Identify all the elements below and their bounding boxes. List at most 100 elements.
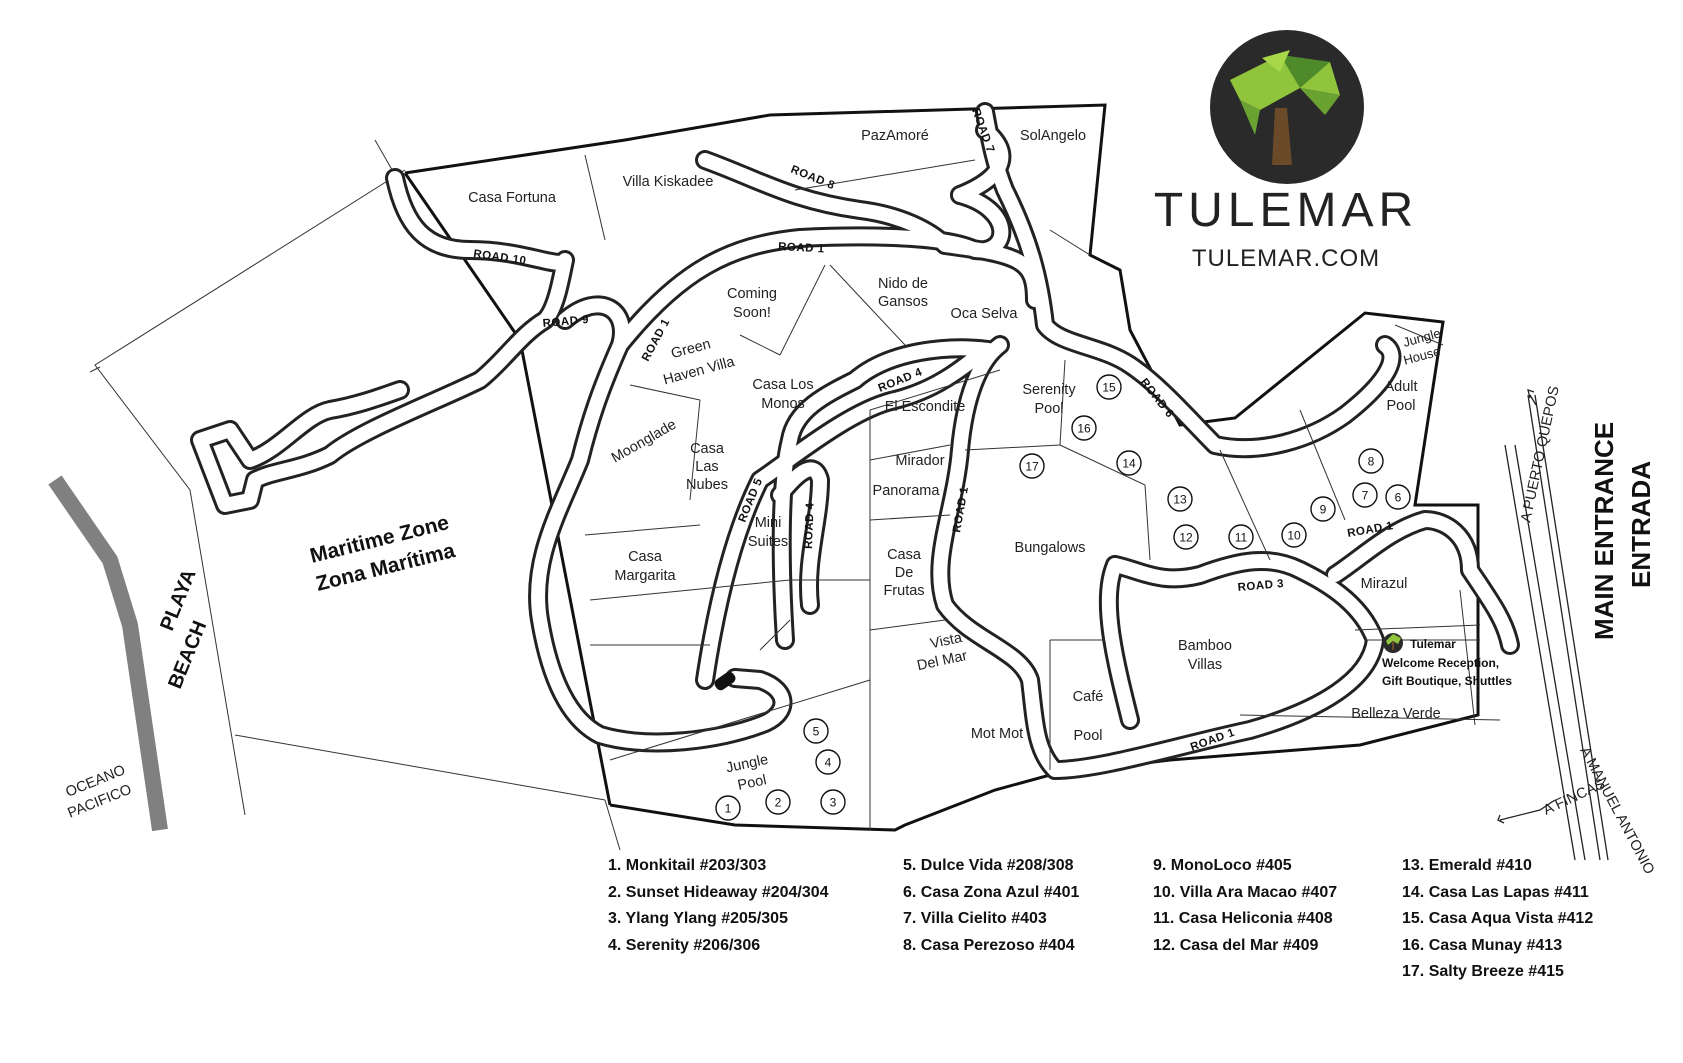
label-pazamore[interactable]: PazAmoré	[861, 128, 929, 144]
label-vista-del-mar-2[interactable]: Del Mar	[916, 648, 969, 674]
main-entrance-label: MAIN ENTRANCE	[1589, 422, 1619, 640]
legend-item: 17. Salty Breeze #415	[1402, 963, 1564, 980]
unit-marker-11[interactable]: 11	[1228, 524, 1254, 550]
unit-marker-number: 8	[1368, 455, 1375, 469]
reception-palm-icon	[1386, 634, 1401, 645]
label-casa-las-nubes-1[interactable]: Casa	[690, 441, 725, 457]
unit-marker-number: 6	[1395, 491, 1402, 505]
unit-marker-circle	[1116, 450, 1142, 476]
road4-mid-label: ROAD 4	[803, 502, 817, 549]
unit-marker-13[interactable]: 13	[1167, 486, 1193, 512]
legend-col-2: 5. Dulce Vida #208/308 6. Casa Zona Azul …	[903, 853, 1079, 959]
label-casa-fortuna[interactable]: Casa Fortuna	[468, 190, 557, 206]
label-mot-mot[interactable]: Mot Mot	[971, 726, 1023, 742]
label-casa-las-nubes-2[interactable]: Las	[695, 459, 718, 475]
label-villa-kiskadee[interactable]: Villa Kiskadee	[623, 174, 714, 190]
unit-marker-circle	[1096, 374, 1122, 400]
unit-marker-7[interactable]: 7	[1352, 482, 1378, 508]
unit-marker-16[interactable]: 16	[1071, 415, 1097, 441]
unit-marker-circle	[715, 795, 741, 821]
reception-trunk-icon	[1392, 641, 1394, 650]
unit-marker-number: 2	[775, 796, 782, 810]
unit-marker-17[interactable]: 17	[1019, 453, 1045, 479]
unit-marker-14[interactable]: 14	[1116, 450, 1142, 476]
unit-marker-number: 17	[1025, 460, 1039, 474]
unit-marker-circle	[1071, 415, 1097, 441]
label-adult-pool-2[interactable]: Pool	[1386, 398, 1415, 414]
unit-marker-8[interactable]: 8	[1358, 448, 1384, 474]
entrada-label: ENTRADA	[1626, 461, 1656, 588]
label-solangelo[interactable]: SolAngelo	[1020, 128, 1086, 144]
legend-item: 12. Casa del Mar #409	[1153, 936, 1319, 954]
unit-marker-circle	[1167, 486, 1193, 512]
label-nido-2[interactable]: Gansos	[878, 294, 928, 310]
unit-marker-4[interactable]: 4	[815, 749, 841, 775]
label-nido-1[interactable]: Nido de	[878, 276, 928, 292]
label-casa-margarita-2[interactable]: Margarita	[614, 568, 676, 584]
unit-marker-circle	[1358, 448, 1384, 474]
to-quepos-label: A PUERTO QUEPOS	[1518, 385, 1563, 524]
legend-item: 9. MonoLoco #405	[1153, 857, 1292, 874]
label-oca-selva[interactable]: Oca Selva	[951, 306, 1019, 322]
unit-marker-15[interactable]: 15	[1096, 374, 1122, 400]
legend-item: 15. Casa Aqua Vista #412	[1402, 910, 1594, 927]
label-adult-pool-1[interactable]: Adult	[1384, 379, 1417, 395]
label-cafe-2[interactable]: Pool	[1073, 728, 1102, 744]
reception[interactable]: Tulemar Welcome Reception, Gift Boutique…	[1382, 633, 1512, 688]
label-casa-de-frutas-3[interactable]: Frutas	[883, 583, 924, 599]
unit-marker-circle	[1019, 453, 1045, 479]
reception-title: Tulemar	[1410, 637, 1456, 651]
road9-label: ROAD 9	[542, 314, 589, 330]
label-casa-los-monos-1[interactable]: Casa Los	[752, 377, 813, 393]
label-el-escondite[interactable]: El Escondite	[885, 399, 966, 415]
label-casa-de-frutas-2[interactable]: De	[895, 565, 914, 581]
unit-marker-2[interactable]: 2	[765, 789, 791, 815]
highway	[1497, 389, 1609, 861]
label-serenity-pool-2[interactable]: Pool	[1034, 401, 1063, 417]
unit-marker-circle	[765, 789, 791, 815]
label-mini-suites-1[interactable]: Mini	[755, 515, 782, 531]
label-casa-margarita-1[interactable]: Casa	[628, 549, 663, 565]
label-serenity-pool-1[interactable]: Serenity	[1022, 382, 1076, 398]
unit-marker-3[interactable]: 3	[820, 789, 846, 815]
label-green-haven-1[interactable]: Green	[669, 336, 712, 362]
legend-item: 1. Monkitail #203/303	[608, 857, 767, 874]
unit-marker-5[interactable]: 5	[803, 718, 829, 744]
brand-website[interactable]: TULEMAR.COM	[1192, 245, 1380, 272]
legend-col-1: 1. Monkitail #203/303 2. Sunset Hideaway …	[608, 853, 829, 959]
label-jungle-pool-2[interactable]: Pool	[736, 772, 768, 794]
unit-marker-1[interactable]: 1	[715, 795, 741, 821]
unit-marker-circle	[1385, 484, 1411, 510]
label-casa-los-monos-2[interactable]: Monos	[761, 396, 805, 412]
legend-item: 16. Casa Munay #413	[1402, 936, 1563, 954]
label-vista-del-mar-1[interactable]: Vista	[929, 630, 965, 652]
label-bamboo-2[interactable]: Villas	[1188, 657, 1222, 673]
label-coming-soon-1[interactable]: Coming	[727, 286, 777, 302]
label-coming-soon-2[interactable]: Soon!	[733, 305, 771, 321]
legend-item: 2. Sunset Hideaway #204/304	[608, 883, 829, 901]
reception-line3: Gift Boutique, Shuttles	[1382, 674, 1512, 688]
legend-item: 14. Casa Las Lapas #411	[1402, 883, 1589, 901]
label-belleza-verde[interactable]: Belleza Verde	[1351, 706, 1440, 722]
label-moonglade[interactable]: Moonglade	[609, 417, 679, 467]
label-bungalows[interactable]: Bungalows	[1015, 540, 1086, 556]
unit-marker-number: 16	[1077, 422, 1091, 436]
label-mirador-1[interactable]: Mirador	[895, 453, 944, 469]
label-cafe-1[interactable]: Café	[1073, 689, 1104, 705]
unit-marker-circle	[1228, 524, 1254, 550]
coastline	[48, 475, 168, 832]
label-casa-de-frutas-1[interactable]: Casa	[887, 547, 922, 563]
unit-marker-12[interactable]: 12	[1173, 524, 1199, 550]
legend-item: 5. Dulce Vida #208/308	[903, 857, 1074, 874]
label-casa-las-nubes-3[interactable]: Nubes	[686, 477, 728, 493]
label-mini-suites-2[interactable]: Suites	[748, 534, 788, 550]
unit-marker-9[interactable]: 9	[1310, 496, 1336, 522]
label-mirazul[interactable]: Mirazul	[1361, 576, 1408, 592]
unit-marker-10[interactable]: 10	[1281, 522, 1307, 548]
label-mirador-2[interactable]: Panorama	[873, 483, 941, 499]
legend-item: 6. Casa Zona Azul #401	[903, 883, 1080, 901]
unit-marker-6[interactable]: 6	[1385, 484, 1411, 510]
label-bamboo-1[interactable]: Bamboo	[1178, 638, 1232, 654]
